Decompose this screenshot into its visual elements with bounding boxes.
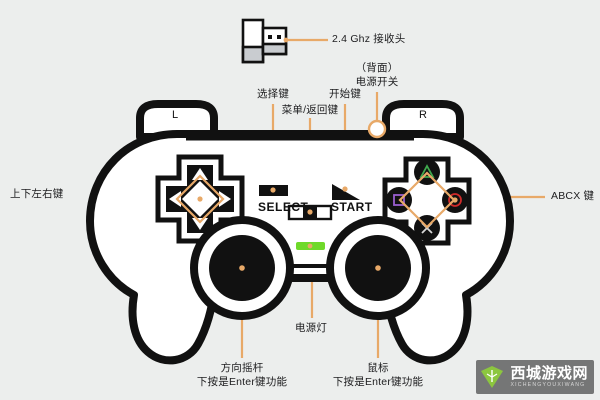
left-analog-stick[interactable] bbox=[190, 216, 294, 320]
callout-right-stick-line2: 下按是Enter键功能 bbox=[332, 376, 424, 388]
callout-menu-back-key-label: 菜单/返回键 bbox=[281, 104, 339, 116]
watermark-cn-text: 西城游戏网 bbox=[510, 364, 588, 382]
leader-endpoints bbox=[283, 37, 289, 43]
dpad-up-arrow[interactable] bbox=[192, 168, 208, 180]
callout-power-switch-line1: （背面） bbox=[355, 62, 399, 74]
watermark-logo-icon bbox=[479, 365, 505, 389]
callout-left-stick-line1: 方向摇杆 bbox=[220, 362, 264, 374]
menu-back-button[interactable] bbox=[287, 204, 333, 221]
shoulder-right-letter: R bbox=[419, 109, 427, 121]
start-button-label: START bbox=[331, 200, 373, 214]
callout-right-stick-line1: 鼠标 bbox=[367, 362, 389, 374]
face-highlight-diamond bbox=[398, 171, 456, 229]
callout-receiver-label: 2.4 Ghz 接收头 bbox=[332, 33, 406, 45]
select-button[interactable] bbox=[259, 185, 288, 196]
right-analog-stick[interactable] bbox=[326, 216, 430, 320]
callout-power-led-label: 电源灯 bbox=[294, 322, 328, 334]
callout-dpad-label: 上下左右键 bbox=[10, 188, 64, 200]
dpad-down-arrow[interactable] bbox=[192, 218, 208, 230]
face-button-cluster[interactable] bbox=[382, 156, 472, 246]
callout-power-switch-line2: 电源开关 bbox=[355, 76, 399, 88]
power-led bbox=[296, 242, 325, 250]
select-button-label: SELECT bbox=[258, 200, 309, 214]
callout-start-key-label: 开始键 bbox=[328, 88, 362, 100]
callout-select-key-label: 选择键 bbox=[256, 88, 290, 100]
shoulder-left-letter: L bbox=[172, 109, 179, 121]
watermark-en-text: XICHENGYOUXIWANG bbox=[510, 381, 586, 388]
dpad-highlight-diamond bbox=[175, 174, 225, 224]
dpad-left-arrow[interactable] bbox=[169, 191, 181, 207]
start-button[interactable] bbox=[332, 184, 360, 200]
callout-left-stick-line2: 下按是Enter键功能 bbox=[196, 376, 288, 388]
dpad-right-arrow[interactable] bbox=[219, 191, 231, 207]
dpad-cluster[interactable] bbox=[155, 154, 245, 244]
power-switch-marker[interactable] bbox=[367, 119, 387, 139]
usb-receiver bbox=[241, 18, 288, 64]
site-watermark: 西城游戏网 XICHENGYOUXIWANG bbox=[476, 360, 594, 394]
callout-abcx-label: ABCX 键 bbox=[551, 190, 595, 202]
